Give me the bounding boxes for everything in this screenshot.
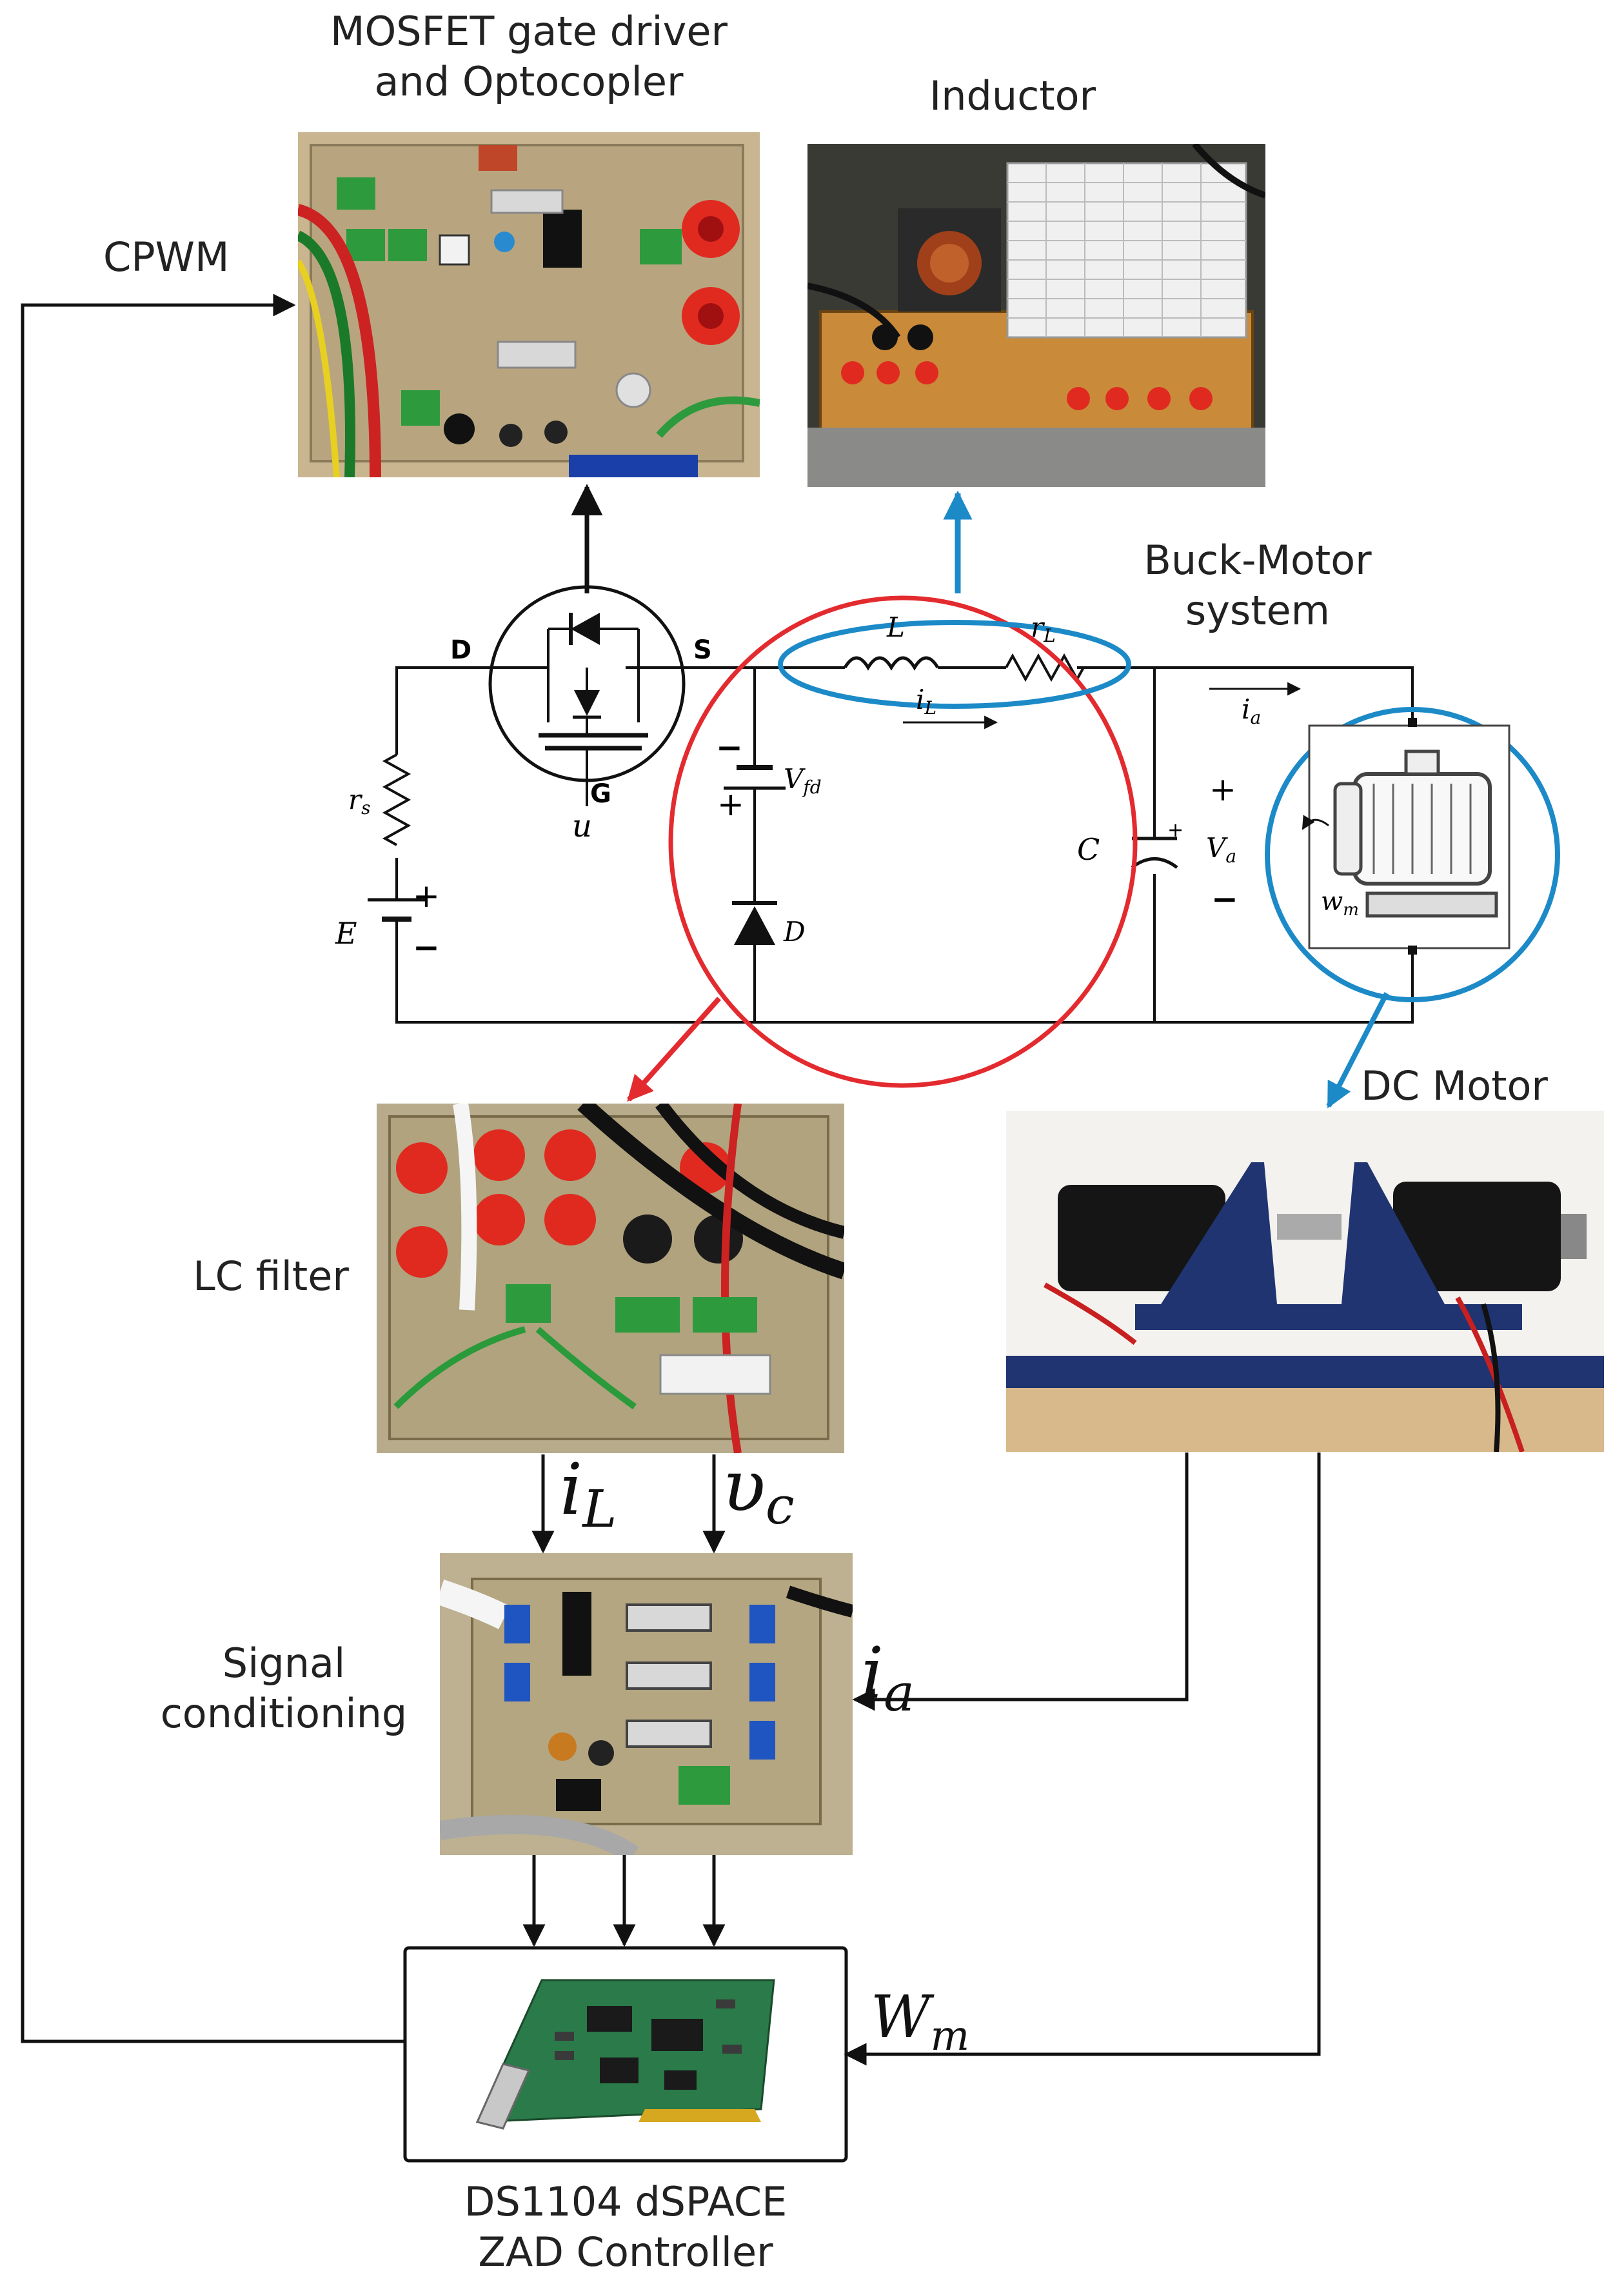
va-plus: + — [1209, 771, 1236, 808]
inductor-coil — [843, 656, 940, 671]
mosfet-drain-label: D — [450, 635, 472, 665]
cpwm-loop-wire — [21, 293, 405, 2043]
vfd-minus: − — [716, 729, 743, 766]
dspace-card-photo — [451, 1961, 787, 2141]
il-current-label: iL — [916, 684, 937, 719]
il-signal-label: iL — [560, 1448, 617, 1539]
motor-speed-label: wm — [1321, 887, 1359, 920]
signal-conditioning-photo — [440, 1553, 853, 1855]
wm-signal-label: Wm — [871, 1983, 970, 2060]
lc-callout-arrow — [627, 997, 721, 1102]
cap-plus: + — [1167, 819, 1184, 842]
cpwm-label: CPWM — [103, 233, 230, 281]
inductor-L-label: L — [887, 611, 905, 643]
motor-drawing — [1302, 718, 1510, 955]
ia-signal-label: ia — [861, 1632, 915, 1723]
controller-title-line1: DS1104 dSPACE — [464, 2178, 787, 2225]
gate-driver-title-line2: and Optocopler — [374, 57, 684, 105]
buck-motor-title: Buck-Motor system — [1096, 535, 1419, 635]
controller-box — [403, 1946, 848, 2163]
dc-motor-title: DC Motor — [1361, 1062, 1548, 1109]
ia-feedback-wire — [852, 1453, 1189, 1711]
source-minus: − — [413, 929, 440, 966]
rs-resistor — [382, 753, 411, 846]
vc-signal-label: υc — [722, 1445, 795, 1536]
gate-driver-title: MOSFET gate driver and Optocopler — [271, 6, 787, 106]
capacitor-C — [1131, 837, 1178, 869]
control-input-u: u — [572, 808, 592, 844]
capacitor-label: C — [1077, 832, 1100, 867]
wm-feedback-wire — [844, 1453, 1321, 2066]
gate-driver-title-line1: MOSFET gate driver — [330, 8, 728, 55]
buck-motor-title-line1: Buck-Motor — [1144, 537, 1372, 584]
vfd-label: Vfd — [784, 763, 822, 798]
va-label: Va — [1206, 832, 1237, 867]
signal-conditioning-title: Signal conditioning — [135, 1638, 432, 1738]
mosfet-symbol — [488, 585, 686, 782]
lc-highlight-ellipse — [668, 595, 1138, 1088]
signal-conditioning-line2: conditioning — [160, 1689, 408, 1737]
source-E-label: E — [335, 916, 357, 951]
lc-filter-photo — [377, 1104, 844, 1453]
signal-conditioning-line1: Signal — [222, 1640, 346, 1687]
ia-current-label: ia — [1242, 693, 1262, 728]
buck-motor-title-line2: system — [1185, 586, 1331, 634]
rs-label: rs — [348, 784, 371, 818]
inductor-title: Inductor — [929, 72, 1096, 119]
va-minus: − — [1211, 880, 1238, 918]
controller-title-line2: ZAD Controller — [478, 2228, 773, 2276]
inductor-photo — [807, 144, 1265, 487]
rl-label: rL — [1031, 611, 1056, 646]
diode-label: D — [784, 916, 806, 947]
motor-callout-arrow — [1326, 992, 1389, 1109]
mosfet-source-label: S — [693, 635, 712, 665]
source-plus: + — [413, 877, 440, 915]
freewheel-diode — [732, 901, 777, 987]
battery-E — [368, 898, 426, 961]
dc-motor-photo — [1006, 1111, 1604, 1452]
inductor-highlight-ellipse — [778, 620, 1131, 709]
gate-driver-photo — [298, 132, 760, 477]
motor-highlight-circle — [1265, 707, 1560, 1002]
mosfet-gate-label: G — [590, 779, 611, 809]
battery-Vfd — [724, 742, 786, 826]
lc-filter-title: LC filter — [193, 1253, 349, 1300]
vfd-plus: + — [717, 786, 744, 823]
controller-title: DS1104 dSPACE ZAD Controller — [368, 2177, 884, 2277]
